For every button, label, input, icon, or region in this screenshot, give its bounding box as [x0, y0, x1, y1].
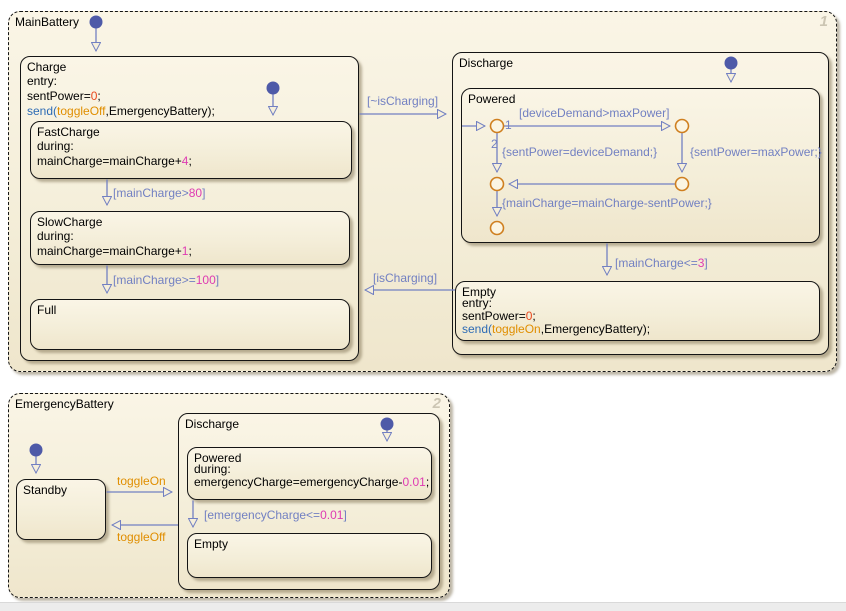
code-line: send(toggleOn,EmergencyBattery); [462, 322, 651, 336]
code-line: sentPower=0; [27, 89, 101, 103]
state-fast-charge[interactable]: FastCharge during: mainCharge=mainCharge… [30, 121, 352, 179]
state-empty-title: Empty [462, 285, 497, 299]
state-empty-actions: entry: sentPower=0; send(toggleOn,Emerge… [462, 297, 650, 336]
state-eb-powered-title: Powered [194, 451, 242, 465]
code-line: mainCharge=mainCharge+1; [37, 244, 192, 258]
state-full-title: Full [37, 303, 57, 317]
code-line: during: [37, 229, 74, 243]
code-line: send(toggleOff,EmergencyBattery); [27, 104, 215, 118]
code-line: during: [194, 462, 231, 476]
state-eb-empty-title: Empty [194, 537, 229, 551]
transition-label-ischarging[interactable]: [isCharging] [373, 271, 438, 285]
state-eb-empty[interactable]: Empty [187, 533, 432, 578]
horizontal-scrollbar-track[interactable] [0, 602, 846, 611]
code-line: sentPower=0; [462, 309, 536, 323]
state-slow-charge-title: SlowCharge [37, 215, 103, 229]
state-emergency-battery-title: EmergencyBattery [15, 397, 114, 411]
state-eb-discharge-title: Discharge [185, 417, 240, 431]
transition-label-sentpower-maxpower[interactable]: {sentPower=maxPower;} [690, 145, 822, 159]
state-fast-charge-title: FastCharge [37, 125, 100, 139]
code-line: entry: [462, 296, 493, 310]
transition-label-toggleoff[interactable]: toggleOff [117, 530, 166, 544]
code-line: entry: [27, 74, 58, 88]
state-charge-title: Charge [27, 60, 67, 74]
transition-label-toggleon[interactable]: toggleOn [117, 474, 166, 488]
transition-label-maincharge-drain[interactable]: {mainCharge=mainCharge-sentPower;} [502, 196, 712, 210]
state-eb-powered-actions: during: emergencyCharge=emergencyCharge-… [194, 463, 429, 489]
code-line: during: [37, 139, 74, 153]
transition-label-maincharge-lte-3[interactable]: [mainCharge<=3] [615, 256, 708, 270]
state-standby-title: Standby [23, 483, 68, 497]
transition-label-maincharge-gt-80[interactable]: [mainCharge>80] [113, 186, 206, 200]
code-line: mainCharge=mainCharge+4; [37, 154, 192, 168]
state-main-battery-title: MainBattery [15, 15, 80, 29]
state-powered[interactable]: Powered [461, 88, 820, 243]
state-eb-powered[interactable]: Powered during: emergencyCharge=emergenc… [187, 447, 432, 500]
state-slow-charge[interactable]: SlowCharge during: mainCharge=mainCharge… [30, 211, 350, 265]
state-main-battery-order-badge: 1 [819, 13, 828, 30]
transition-order-1: 1 [505, 118, 512, 132]
state-standby[interactable]: Standby [16, 479, 106, 540]
state-fast-charge-actions: during: mainCharge=mainCharge+4; [37, 139, 192, 169]
transition-order-2: 2 [491, 137, 498, 151]
transition-label-sentpower-devicedemand[interactable]: {sentPower=deviceDemand;} [502, 145, 658, 159]
state-powered-title: Powered [468, 92, 516, 106]
state-discharge-title: Discharge [459, 56, 514, 70]
state-emergency-battery-order-badge: 2 [432, 395, 441, 412]
transition-label-emergencycharge-lte[interactable]: [emergencyCharge<=0.01] [204, 508, 347, 522]
code-line: emergencyCharge=emergencyCharge-0.01; [194, 475, 430, 489]
transition-label-devicedemand[interactable]: [deviceDemand>maxPower] [519, 106, 670, 120]
state-slow-charge-actions: during: mainCharge=mainCharge+1; [37, 229, 192, 259]
transition-label-maincharge-gte-100[interactable]: [mainCharge>=100] [113, 273, 220, 287]
transition-label-not-ischarging[interactable]: [~isCharging] [367, 94, 439, 108]
state-empty[interactable]: Empty entry: sentPower=0; send(toggleOn,… [455, 281, 820, 341]
state-full[interactable]: Full [30, 299, 350, 350]
state-charge-actions: entry: sentPower=0; send(toggleOff,Emerg… [27, 74, 215, 119]
